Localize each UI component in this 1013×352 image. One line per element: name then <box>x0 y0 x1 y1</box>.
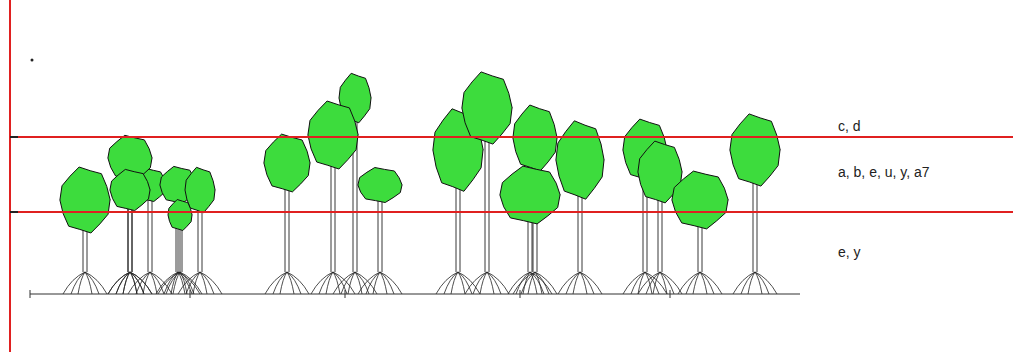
prop-roots <box>678 272 722 294</box>
prop-roots <box>108 272 152 294</box>
tree-trunk <box>148 197 152 272</box>
tree-crown <box>462 72 512 144</box>
tick <box>30 290 31 298</box>
prop-roots <box>436 272 480 294</box>
axis-tick <box>10 136 18 138</box>
tick <box>670 290 671 298</box>
prop-roots <box>638 272 682 294</box>
tree-trunk <box>331 164 335 272</box>
tree-trunk <box>378 198 382 272</box>
tree-crown <box>358 168 402 203</box>
prop-roots <box>158 272 202 294</box>
ground-line <box>30 293 800 294</box>
tree-trunk <box>698 224 702 272</box>
tree-crown <box>308 101 358 169</box>
tree-trunk <box>285 187 289 272</box>
tree-group <box>60 72 780 294</box>
tree-crown <box>168 200 192 231</box>
tree-crown <box>672 171 728 229</box>
tree-crown <box>110 169 150 210</box>
tree-crown <box>556 121 604 199</box>
stratum-label: a, b, e, u, y, a7 <box>838 164 930 180</box>
tree-trunk <box>528 219 532 272</box>
height-axis <box>9 0 11 352</box>
prop-roots <box>558 272 602 294</box>
prop-roots <box>108 272 152 294</box>
prop-roots <box>265 272 309 294</box>
prop-roots <box>311 272 355 294</box>
tree-trunk <box>198 208 202 272</box>
tree-trunk <box>658 198 662 272</box>
tree-trunk <box>578 194 582 272</box>
dot <box>31 59 34 62</box>
tree-crown <box>264 134 310 192</box>
tree-crown <box>60 167 110 233</box>
prop-roots <box>733 272 777 294</box>
prop-roots <box>623 272 667 294</box>
tree-trunk <box>753 181 757 272</box>
tree-crown <box>730 114 780 186</box>
prop-roots <box>358 272 402 294</box>
stratum-label: e, y <box>838 244 861 260</box>
tree-crown <box>500 166 560 224</box>
tick <box>520 290 521 298</box>
stratum-label: c, d <box>838 118 861 134</box>
tree-trunk <box>83 228 87 272</box>
tree-trunk <box>485 139 489 272</box>
stratum-line <box>10 211 1013 213</box>
prop-roots <box>508 272 552 294</box>
prop-roots <box>465 272 509 294</box>
tick <box>345 290 346 298</box>
tree-trunk <box>178 226 182 272</box>
tree-trunk <box>128 206 132 272</box>
prop-roots <box>63 272 107 294</box>
tick <box>190 290 191 298</box>
tree-trunk <box>456 186 460 272</box>
axis-tick <box>10 211 18 213</box>
stratum-line <box>10 136 1013 138</box>
